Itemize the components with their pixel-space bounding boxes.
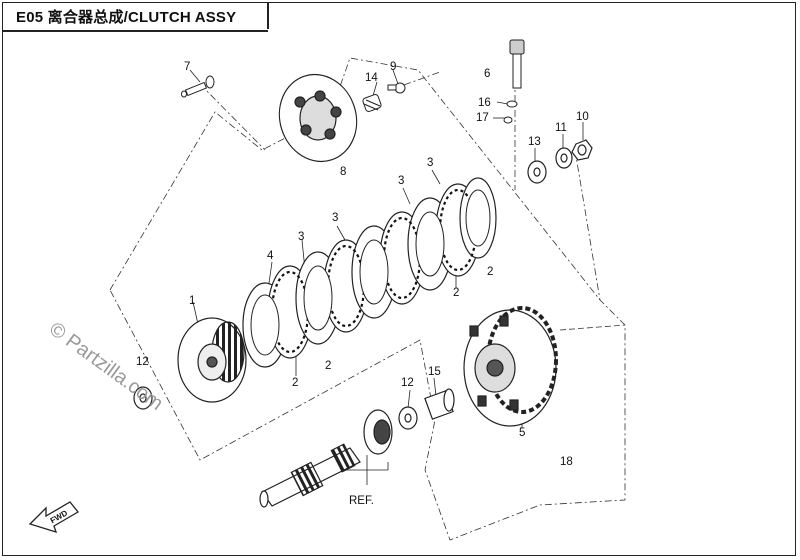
mainshaft bbox=[259, 443, 361, 508]
callout-3: 3 bbox=[332, 212, 339, 224]
callout-15: 15 bbox=[428, 366, 441, 378]
callout-9: 9 bbox=[390, 61, 397, 73]
part-6-push-rod bbox=[503, 39, 525, 124]
part-12-washer-right bbox=[398, 406, 418, 430]
part-10-nut bbox=[571, 139, 593, 161]
callout-2: 2 bbox=[487, 266, 494, 278]
callout-18: 18 bbox=[560, 456, 573, 468]
part-9-bolt bbox=[387, 82, 406, 94]
callout-1: 1 bbox=[189, 295, 196, 307]
part-5-clutch-housing bbox=[463, 306, 558, 427]
part-8-pressure-plate bbox=[278, 73, 358, 163]
callout-13: 13 bbox=[528, 136, 541, 148]
callout-12: 12 bbox=[401, 377, 414, 389]
part-11-washer bbox=[555, 147, 573, 169]
title-underline bbox=[2, 30, 268, 32]
part-13-washer bbox=[527, 160, 547, 184]
diagram-title: E05 离合器总成/CLUTCH ASSY bbox=[16, 9, 237, 26]
bearing bbox=[363, 409, 393, 455]
callout-12: 12 bbox=[136, 356, 149, 368]
callout-7: 7 bbox=[184, 61, 191, 73]
callout-10: 10 bbox=[576, 111, 589, 123]
part-15-bushing bbox=[424, 388, 455, 420]
clutch-disc-stack bbox=[242, 177, 497, 368]
callout-3: 3 bbox=[427, 157, 434, 169]
callout-3: 3 bbox=[298, 231, 305, 243]
callout-17: 17 bbox=[476, 112, 489, 124]
callout-5: 5 bbox=[519, 427, 526, 439]
callout-11: 11 bbox=[555, 122, 567, 134]
title-divider bbox=[267, 3, 269, 29]
part-1-clutch-hub bbox=[177, 317, 247, 403]
callout-16: 16 bbox=[478, 97, 491, 109]
callout-8: 8 bbox=[340, 166, 347, 178]
callout-6: 6 bbox=[484, 68, 491, 80]
part-14-spring bbox=[362, 94, 382, 112]
callout-2: 2 bbox=[453, 287, 460, 299]
callout-4: 4 bbox=[267, 250, 274, 262]
callout-2: 2 bbox=[292, 377, 299, 389]
callout-ref: REF. bbox=[349, 495, 374, 507]
part-7-bolt bbox=[181, 75, 215, 98]
callout-14: 14 bbox=[365, 72, 378, 84]
callout-2: 2 bbox=[325, 360, 332, 372]
forward-arrow-icon: FWD bbox=[28, 501, 79, 533]
part-12-washer-left bbox=[133, 386, 153, 410]
callout-3: 3 bbox=[398, 175, 405, 187]
